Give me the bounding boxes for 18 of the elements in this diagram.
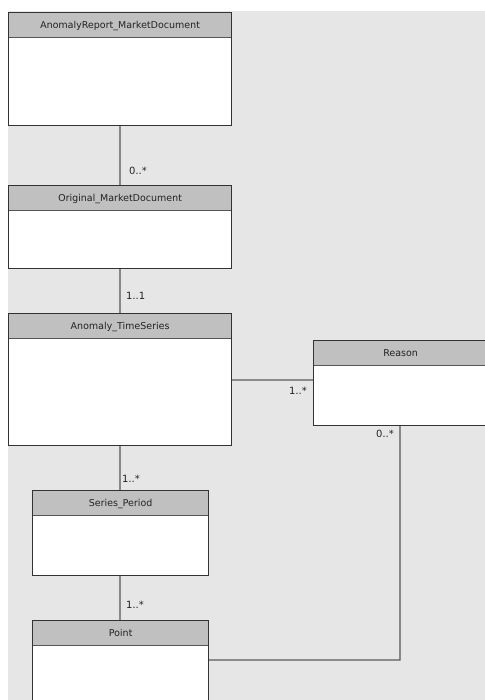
association-line xyxy=(119,126,121,185)
class-name: Anomaly_TimeSeries xyxy=(70,320,170,332)
class-box xyxy=(32,490,209,576)
class-name: AnomalyReport_MarketDocument xyxy=(40,20,200,30)
class-name: Reason xyxy=(383,348,418,358)
class-box xyxy=(8,185,232,269)
association-line xyxy=(119,576,121,620)
class-box xyxy=(32,620,209,700)
class-name: Original_MarketDocument xyxy=(58,192,182,204)
class-box xyxy=(8,12,232,126)
class-box xyxy=(313,340,485,426)
class-name: Series_Period xyxy=(88,498,152,508)
class-name: Point xyxy=(108,628,132,638)
association-line xyxy=(209,426,401,661)
class-box xyxy=(8,313,232,446)
association-line xyxy=(119,269,121,313)
association-line xyxy=(232,379,313,381)
association-line xyxy=(119,446,121,490)
